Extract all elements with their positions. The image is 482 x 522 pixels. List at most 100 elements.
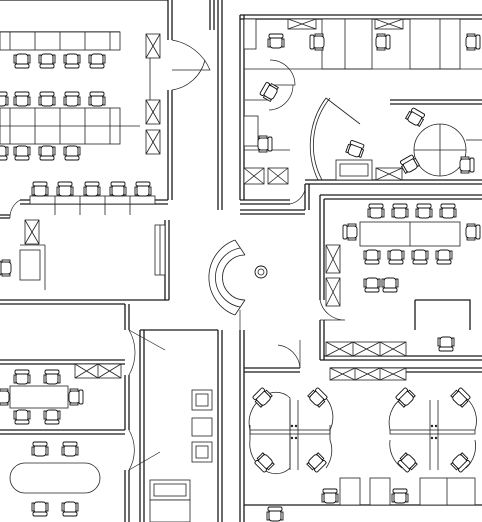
chair-icon [411,249,429,265]
wall-tr-left [239,15,245,200]
chair-icon [13,53,31,69]
lobby [149,239,268,522]
wall-corridor-left [217,0,223,210]
chair-icon [321,488,339,504]
conference-table [9,462,101,494]
chair-icon [307,387,328,408]
chair-icon [465,33,481,51]
meeting-table [9,385,69,409]
wall-conf-divider [0,429,125,435]
chair-icon [88,53,106,69]
chair-icon [391,203,409,219]
chair-icon [363,277,381,293]
office-desk [321,18,373,70]
door-swing-icon [9,199,21,219]
wall-tl-right-upper [167,0,173,40]
chair-icon [38,53,56,69]
desk [369,477,391,506]
chair-icon [13,91,31,107]
chair-icon [404,107,425,127]
chair-icon [88,91,106,107]
wall-tr-ledge [240,209,305,215]
chair-icon [400,154,421,174]
wall-mid-bottom [0,299,169,305]
chair-icon [68,388,84,406]
chair-icon [61,501,79,517]
wall-corridor-lower-left [139,330,145,522]
wall-rm-top [320,194,482,200]
chair-icon [450,452,471,473]
top-left-workstations [0,31,161,215]
chair-icon [13,409,31,425]
wall-tr-bottom [305,179,482,185]
door-swing-icon [171,39,211,71]
door-swing-icon [269,59,296,86]
chair-icon [309,33,325,51]
wall-lower-left-c [124,470,130,522]
chair-icon [63,53,81,69]
door-swing-icon [128,329,166,376]
chair-icon [391,488,409,504]
lower-right-workstations [248,367,477,506]
office-desk [409,18,461,70]
wall-tr-stub [304,184,310,210]
chair-icon [0,91,9,107]
right-mid-room [325,221,461,357]
top-right-offices [243,18,482,185]
chair-icon [0,145,9,161]
curved-wall [313,97,331,181]
chair-icon [375,33,391,51]
wall-tl-right-lower [167,90,173,200]
chair-icon [363,249,381,265]
doors [9,39,346,471]
chair-icon [109,181,127,197]
chair-icon [342,223,358,241]
chair-icon [345,140,365,159]
chair-icon [306,452,327,473]
wall-rm-left [319,195,325,300]
wall-rm-left-lower [319,320,325,360]
wall-lr-top-left [244,367,300,373]
desk [419,477,476,506]
wall-tr-bottom-left [240,199,290,205]
wall-rm-bottom [320,355,482,361]
chair-icon [63,91,81,107]
chair-icon [381,277,399,293]
door-swing-icon [171,59,206,91]
chair-icon [83,181,101,197]
wall-top-left [0,0,168,33]
chair-icon [254,265,268,279]
wall-corridor-lower-right [217,330,223,522]
chair-icon [266,506,284,522]
chair-icon [437,336,455,352]
chair-icon [134,181,152,197]
wall-tr-top [240,14,482,20]
desk [243,115,259,147]
pod-divider [389,429,476,435]
desk [243,18,257,50]
chair-icon [254,452,275,473]
reception-desk [19,249,41,281]
door-swing-icon [319,299,346,321]
chair-icon [367,203,385,219]
wall-corridor-top [209,0,215,30]
chair-icon [31,501,49,517]
desk-row [29,195,156,205]
wall-tr-inner [390,99,482,105]
chair-icon [397,452,418,473]
chair-icon [43,409,61,425]
chair-icon [61,441,79,457]
chair-icon [465,223,481,241]
door-swing-icon [128,429,161,471]
wall-lr-left [239,330,245,522]
wall-lower-left-top [0,359,125,365]
wall-mid-room-right [164,220,170,300]
chair-icon [0,259,12,277]
chair-icon [38,91,56,107]
lobby-table [149,499,191,522]
wall-rm-closet [414,299,471,330]
chair-icon [38,145,56,161]
wall-lower-left-b [124,375,130,430]
left-mid-room [19,219,166,290]
chair-icon [450,387,471,408]
